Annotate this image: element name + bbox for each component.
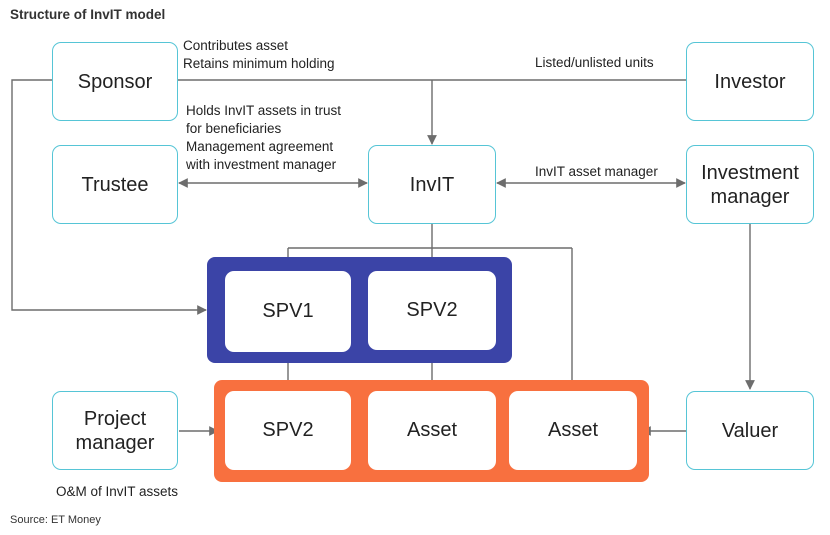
annotation-line: Retains minimum holding xyxy=(183,56,335,71)
investor-box: Investor xyxy=(686,42,814,121)
asset-group-item-label: Asset xyxy=(547,419,599,441)
asset-group-item: Asset xyxy=(509,391,637,470)
source-note: Source: ET Money xyxy=(10,514,101,526)
trustee-box: Trustee xyxy=(52,145,178,224)
trustee-annotation: Holds InvIT assets in trust for benefici… xyxy=(186,102,341,174)
sponsor-box: Sponsor xyxy=(52,42,178,121)
investor-annotation: Listed/unlisted units xyxy=(535,55,654,70)
manager-annotation: InvIT asset manager xyxy=(535,164,658,179)
investment-manager-label: Investment manager xyxy=(701,161,799,208)
project-manager-label: Project manager xyxy=(75,407,155,454)
annotation-line: with investment manager xyxy=(186,157,337,172)
annotation-line: Management agreement xyxy=(186,139,334,154)
sponsor-to-spv-arrow xyxy=(11,79,207,315)
spv-group-item: SPV2 xyxy=(368,271,496,350)
annotation-line: for beneficiaries xyxy=(186,121,282,136)
investment-manager-box: Investment manager xyxy=(686,145,814,224)
diagram-title: Structure of InvIT model xyxy=(10,7,166,22)
project-manager-box: Project manager xyxy=(52,391,178,470)
sponsor-label: Sponsor xyxy=(77,70,153,93)
annotation-line: Contributes asset xyxy=(183,38,289,53)
spv-group-item-label: SPV2 xyxy=(406,299,458,321)
sponsor-annotation: Contributes asset Retains minimum holdin… xyxy=(183,37,335,73)
spv-group-item-label: SPV1 xyxy=(262,300,314,322)
spv-group-item: SPV1 xyxy=(225,271,351,352)
trustee-label: Trustee xyxy=(81,173,149,196)
project-manager-annotation: O&M of InvIT assets xyxy=(56,484,179,499)
valuer-box: Valuer xyxy=(686,391,814,470)
invit-label: InvIT xyxy=(409,173,455,196)
asset-group-item: Asset xyxy=(368,391,496,470)
investor-label: Investor xyxy=(714,70,786,93)
asset-group-item: SPV2 xyxy=(225,391,351,470)
annotation-line: Holds InvIT assets in trust xyxy=(186,103,342,118)
valuer-label: Valuer xyxy=(721,419,779,442)
asset-group-item-label: SPV2 xyxy=(262,419,314,441)
invit-box: InvIT xyxy=(368,145,496,224)
asset-group-item-label: Asset xyxy=(406,419,458,441)
